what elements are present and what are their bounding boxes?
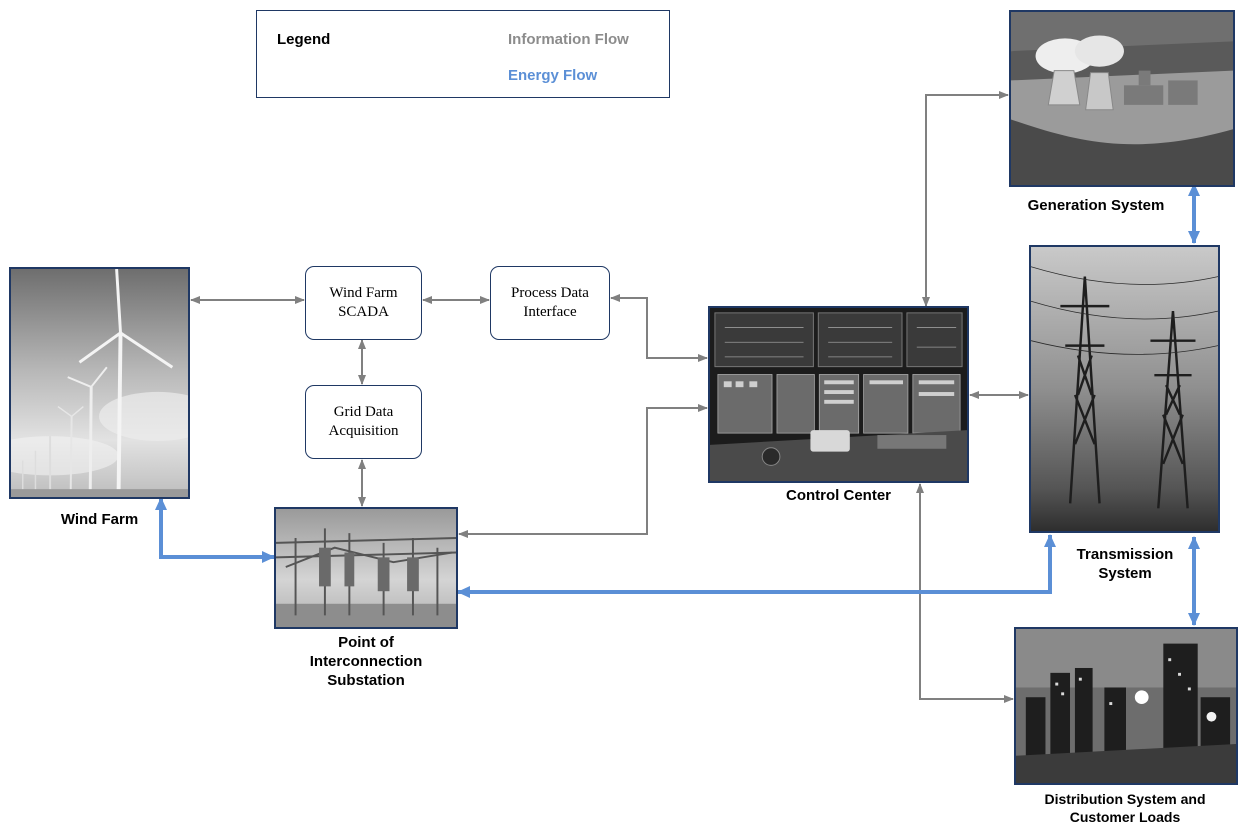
energy-poi-transmission: [457, 534, 1056, 598]
substation-image: [274, 507, 458, 629]
wind-farm-label: Wind Farm: [60, 511, 139, 528]
poi-line3: Substation: [327, 672, 405, 689]
process-line2: Interface: [523, 304, 577, 320]
scada-line1: Wind Farm: [329, 285, 398, 301]
energy-windfarm-poi: [155, 497, 275, 563]
control-center-image: [708, 306, 969, 483]
grid-line2: Acquisition: [328, 423, 399, 439]
arrow-poi-control: [458, 404, 708, 538]
distribution-system-image: [1014, 627, 1238, 785]
poi-line1: Point of: [338, 634, 394, 651]
legend-information-flow: Information Flow: [508, 31, 629, 48]
transmission-line1: Transmission: [1076, 546, 1174, 563]
distribution-line1: Distribution System and: [1044, 791, 1206, 807]
distribution-label: Distribution System and Customer Loads: [1005, 790, 1245, 826]
arrow-control-generation: [922, 91, 1009, 307]
legend-energy-flow: Energy Flow: [508, 67, 598, 84]
legend: Legend Information Flow Energy Flow: [256, 10, 670, 98]
wind-farm-image: [9, 267, 190, 499]
scada-line2: SCADA: [338, 304, 389, 320]
transmission-label: Transmission System: [1040, 545, 1210, 583]
process-line1: Process Data: [511, 285, 589, 301]
arrow-process-control: [610, 294, 708, 362]
generation-system-label: Generation System: [1027, 197, 1165, 214]
transmission-line2: System: [1098, 565, 1152, 582]
legend-title: Legend: [277, 31, 331, 48]
poi-label: Point of Interconnection Substation: [246, 633, 486, 690]
distribution-line2: Customer Loads: [1069, 809, 1181, 825]
control-center-label: Control Center: [786, 487, 891, 504]
poi-line2: Interconnection: [309, 653, 423, 670]
grid-line1: Grid Data: [333, 404, 394, 420]
generation-system-image: [1009, 10, 1235, 187]
transmission-system-image: [1029, 245, 1220, 533]
